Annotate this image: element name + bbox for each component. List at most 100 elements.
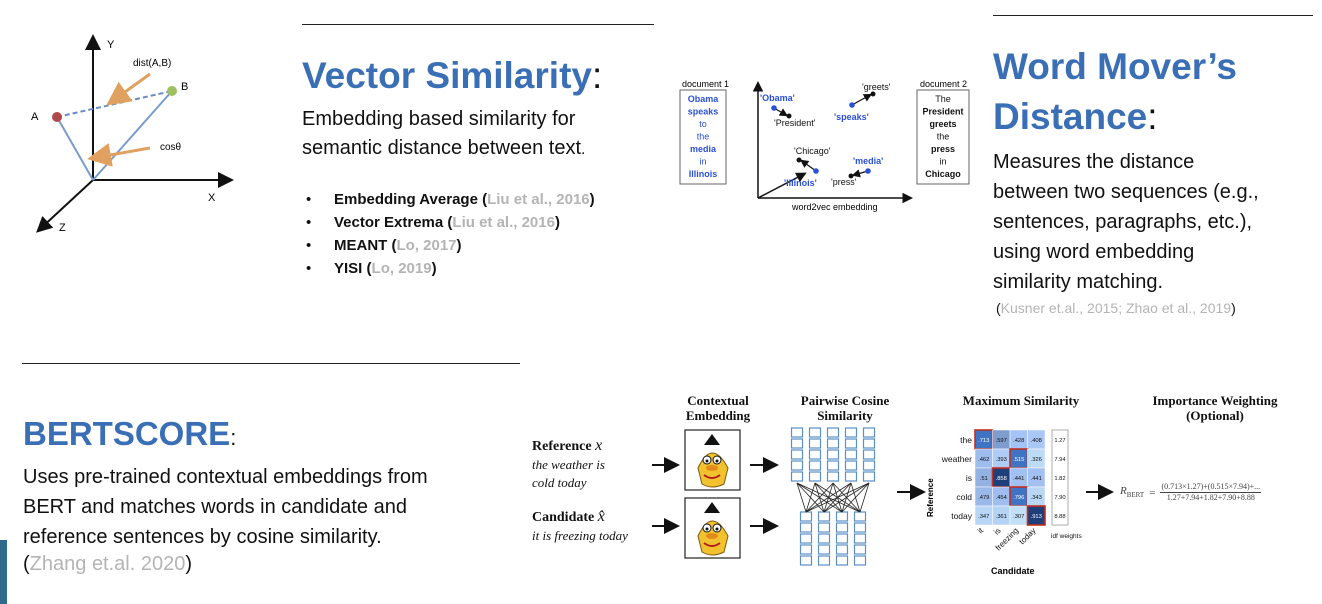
heatmap-col-label: is bbox=[992, 526, 1002, 536]
embedding-cell bbox=[799, 511, 813, 522]
embedding-point-label: 'speaks' bbox=[834, 112, 869, 122]
wmd-citation: (Kusner et.al., 2015; Zhao et al., 2019) bbox=[996, 300, 1236, 316]
embedding-cell bbox=[826, 427, 840, 438]
doc2-word: the bbox=[937, 132, 950, 142]
similarity-edge bbox=[805, 482, 816, 513]
similarity-edge bbox=[859, 482, 870, 513]
y-label: Y bbox=[107, 39, 115, 51]
embedding-cell bbox=[817, 511, 831, 522]
point-a bbox=[52, 112, 62, 122]
embedding-cell bbox=[844, 449, 858, 460]
embedding-cell bbox=[817, 533, 831, 544]
doc1-word: the bbox=[697, 132, 710, 142]
head-max-similarity: Maximum Similarity bbox=[962, 393, 1080, 408]
heatmap-value: .51 bbox=[980, 476, 988, 482]
vector-desc-line1: Embedding based similarity for bbox=[302, 108, 576, 130]
embedding-cell bbox=[862, 460, 876, 471]
wmd-title-line2: Distance bbox=[993, 96, 1148, 137]
doc1-word: to bbox=[699, 119, 707, 129]
method-citation[interactable]: Lo, 2019 bbox=[371, 260, 432, 277]
idf-weight: 8.88 bbox=[1054, 514, 1065, 520]
heatmap-row-label: cold bbox=[956, 492, 972, 502]
heatmap-value: .393 bbox=[996, 457, 1007, 463]
heatmap-value: .515 bbox=[1013, 457, 1024, 463]
heatmap-value: .858 bbox=[996, 476, 1007, 482]
embedding-cell bbox=[799, 555, 813, 566]
heatmap-value: .326 bbox=[1031, 457, 1042, 463]
embedding-cell bbox=[790, 427, 804, 438]
heatmap-value: .796 bbox=[1013, 495, 1024, 501]
divider-middle-left bbox=[22, 363, 520, 364]
embedding-cell bbox=[826, 449, 840, 460]
embedding-point-label: 'Illinois' bbox=[784, 178, 817, 188]
embedding-cell bbox=[790, 460, 804, 471]
similarity-edge bbox=[823, 482, 870, 513]
doc2-word: Chicago bbox=[925, 169, 961, 179]
vector-similarity-heading: Vector Similarity: bbox=[302, 52, 602, 100]
embedding-cell bbox=[826, 438, 840, 449]
embedding-cell bbox=[799, 544, 813, 555]
heatmap-value: .713 bbox=[978, 438, 989, 444]
doc1-word: Obama bbox=[688, 94, 720, 104]
candidate-label: Candidate bbox=[532, 510, 595, 525]
bertscore-pipeline bbox=[652, 427, 1114, 566]
method-item: MEANT (Lo, 2017) bbox=[302, 234, 595, 257]
heatmap-value: .441 bbox=[1013, 476, 1024, 482]
reference-label: Reference bbox=[532, 439, 592, 454]
embedding-cell bbox=[844, 438, 858, 449]
embedding-point-label: 'Obama' bbox=[760, 93, 795, 103]
wmd-colon: : bbox=[1147, 96, 1158, 137]
idf-weight: 1.27 bbox=[1054, 438, 1065, 444]
similarity-edge bbox=[805, 482, 870, 513]
heatmap-value: .597 bbox=[996, 438, 1007, 444]
embedding-cell bbox=[808, 427, 822, 438]
vector-similarity-colon: : bbox=[591, 55, 603, 96]
method-citation[interactable]: Liu et al., 2016 bbox=[452, 214, 555, 231]
embedding-cell bbox=[835, 555, 849, 566]
heatmap-value: .361 bbox=[996, 514, 1007, 520]
bertscore-cite-text[interactable]: Zhang et.al. 2020 bbox=[29, 553, 186, 575]
bert-character-icon-bottom bbox=[684, 497, 741, 559]
doc2-word: greets bbox=[929, 119, 956, 129]
embedding-cell bbox=[853, 522, 867, 533]
wmd-heading: Word Mover’s Distance: bbox=[993, 42, 1237, 142]
heatmap-value: .408 bbox=[1031, 438, 1042, 444]
embedding-cell bbox=[835, 522, 849, 533]
doc2-label: document 2 bbox=[920, 79, 967, 89]
bert-character-icon-top bbox=[684, 429, 741, 491]
wmd-caption: word2vec embedding bbox=[791, 202, 878, 212]
heatmap-value: .441 bbox=[1031, 476, 1042, 482]
embedding-cell bbox=[862, 427, 876, 438]
heatmap-value: .913 bbox=[1031, 514, 1042, 520]
wmd-desc-line: similarity matching. bbox=[993, 271, 1164, 293]
doc2-word: President bbox=[922, 107, 963, 117]
heatmap-cell bbox=[1026, 505, 1046, 526]
embedding-cell bbox=[799, 533, 813, 544]
embedding-cell bbox=[853, 533, 867, 544]
embedding-cell bbox=[817, 522, 831, 533]
similarity-edge bbox=[796, 482, 807, 513]
wmd-cite-text[interactable]: Kusner et.al., 2015; Zhao et al., 2019 bbox=[1000, 300, 1232, 316]
bertscore-desc-line: reference sentences by cosine similarity… bbox=[23, 526, 382, 548]
heatmap-row-label: weather bbox=[941, 454, 972, 464]
similarity-edge bbox=[805, 482, 852, 513]
embedding-point-label: 'President' bbox=[774, 118, 816, 128]
embedding-cell bbox=[808, 438, 822, 449]
embedding-cell bbox=[808, 449, 822, 460]
vector-similarity-description: Embedding based similarity for semantic … bbox=[302, 105, 586, 164]
method-item: Vector Extrema (Liu et al., 2016) bbox=[302, 211, 595, 234]
z-label: Z bbox=[59, 222, 66, 234]
method-citation[interactable]: Lo, 2017 bbox=[396, 237, 457, 254]
axis-candidate-label: Candidate bbox=[991, 566, 1035, 576]
wmd-desc-line: between two sequences (e.g., bbox=[993, 181, 1259, 203]
embedding-point-label: 'Chicago' bbox=[794, 146, 831, 156]
embedding-cell bbox=[826, 460, 840, 471]
embedding-cell bbox=[835, 533, 849, 544]
embedding-cell bbox=[844, 427, 858, 438]
method-citation[interactable]: Liu et al., 2016 bbox=[487, 191, 590, 208]
vector-desc-line2: semantic distance between text. bbox=[302, 137, 586, 159]
doc1-label: document 1 bbox=[682, 79, 729, 89]
embedding-cell bbox=[844, 471, 858, 482]
heatmap-value: .428 bbox=[1013, 438, 1024, 444]
